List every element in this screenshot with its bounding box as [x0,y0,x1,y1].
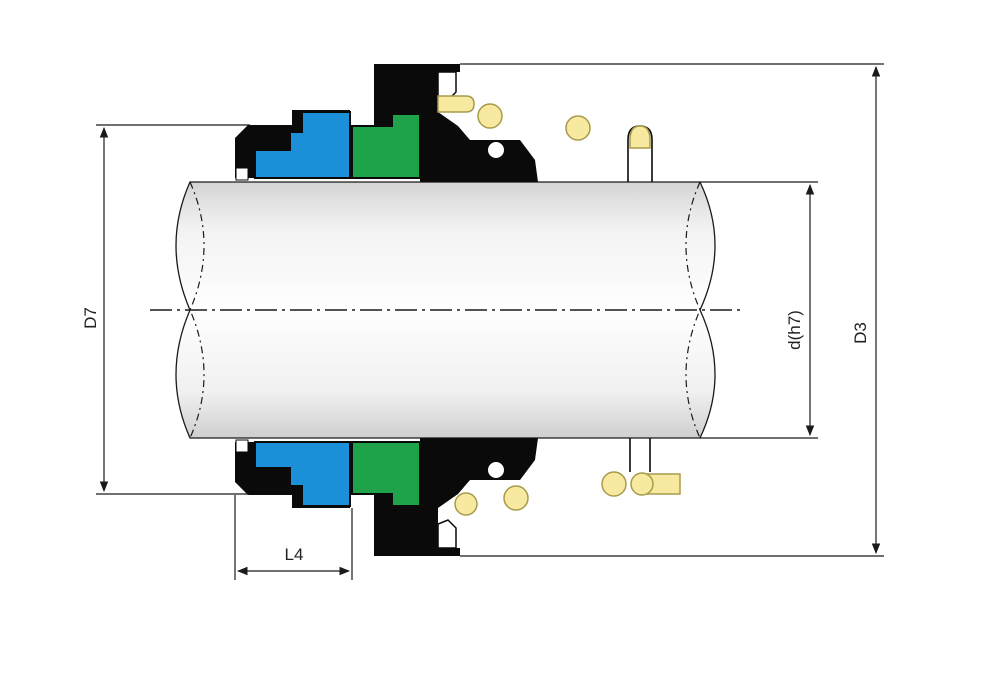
d-h7-label: d(h7) [785,310,804,350]
spring-coil-lower-3 [601,471,627,497]
seal-lower-half [235,438,681,556]
seal-upper-half [235,64,653,182]
spring-coil-lower-1 [454,492,478,516]
shaft [150,181,740,439]
drive-pin-upper [437,95,475,113]
dimension-l4: L4 [234,495,353,580]
seat-gap-lower [235,439,249,453]
d3-label: D3 [851,322,870,344]
dimension-d7: D7 [81,124,250,495]
o-ring-upper [486,140,506,160]
spring-tail-lower [629,438,651,472]
stationary-seat-upper [254,111,351,179]
spring-tail-cap-upper [629,125,651,149]
dimension-d-h7: d(h7) [700,181,818,439]
seat-gap-upper [235,167,249,181]
shaft-break-right [685,181,701,439]
spring-coil-upper-1 [477,103,503,129]
d7-label: D7 [81,307,100,329]
body-pocket-lower [437,519,457,549]
spring-coil-lower-2 [503,485,529,511]
spring-coil-upper-2 [565,115,591,141]
spring-coil-lower-4 [630,472,654,496]
stationary-seat-lower [254,441,351,507]
l4-label: L4 [285,545,304,564]
dimension-d3: D3 [460,63,884,557]
o-ring-lower [486,460,506,480]
